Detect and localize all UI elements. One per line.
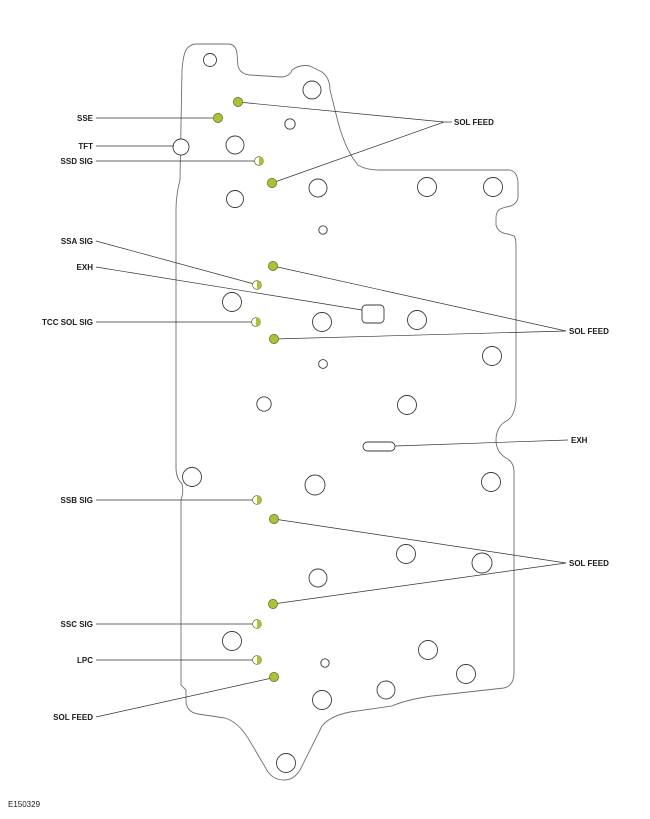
port-ssd-sig <box>254 156 264 166</box>
hole <box>407 310 427 330</box>
hole <box>318 359 328 369</box>
figure-id: E150329 <box>8 800 41 809</box>
port-sol-feed <box>267 178 277 188</box>
hole <box>226 190 244 208</box>
port-ssa-sig <box>252 280 262 290</box>
leader-sol-feed-3b <box>272 562 567 605</box>
label-sol-feed-bottom-left: SOL FEED <box>53 713 93 722</box>
exh-slot-rounded-rect <box>361 304 385 324</box>
label-exh-right: EXH <box>571 436 588 445</box>
hole <box>203 53 217 67</box>
hole <box>482 346 502 366</box>
hole <box>318 225 328 235</box>
label-exh-left: EXH <box>77 263 94 272</box>
hole <box>418 640 438 660</box>
label-lpc: LPC <box>77 656 93 665</box>
hole <box>320 658 330 668</box>
leader-sol-feed-1b <box>271 121 445 184</box>
leader-exh-right <box>394 439 569 447</box>
hole <box>222 631 242 651</box>
leader-lines <box>95 101 569 718</box>
leader-exh-left <box>95 266 363 311</box>
hole <box>396 544 416 564</box>
hole <box>312 690 332 710</box>
label-ssa-sig: SSA SIG <box>61 237 93 246</box>
label-tft: TFT <box>78 142 93 151</box>
hole <box>456 664 476 684</box>
label-sse: SSE <box>77 114 94 123</box>
leader-sol-feed-3a <box>273 518 567 564</box>
label-tcc-sol-sig: TCC SOL SIG <box>42 318 93 327</box>
leader-sol-feed-1a <box>237 101 445 123</box>
hole <box>471 552 493 574</box>
callout-labels: SSE TFT SSD SIG SSA SIG EXH TCC SOL SIG … <box>42 114 609 722</box>
port-sol-feed <box>268 261 278 271</box>
label-sol-feed-1: SOL FEED <box>454 118 494 127</box>
hole <box>312 312 332 332</box>
port-sol-feed <box>269 334 279 344</box>
hole <box>397 395 417 415</box>
leader-ssa-sig <box>95 240 255 285</box>
sol-feed-ports <box>213 97 279 682</box>
port-ssc-sig <box>252 619 262 629</box>
leader-sol-feed-2b <box>273 330 567 340</box>
hole <box>376 680 396 700</box>
hole <box>308 568 328 588</box>
signal-ports <box>251 156 264 665</box>
hole <box>417 177 437 197</box>
hole <box>302 80 322 100</box>
hole <box>284 118 296 130</box>
plate-edge-notch <box>172 138 190 156</box>
hole <box>481 472 501 492</box>
hole <box>225 135 245 155</box>
plate-holes <box>182 53 503 773</box>
port-ssb-sig <box>252 495 262 505</box>
port-tcc-sol-sig <box>251 317 261 327</box>
separator-plate-outline <box>175 43 519 781</box>
port-sol-feed <box>233 97 243 107</box>
hole <box>276 753 296 773</box>
port-sol-feed <box>268 599 278 609</box>
port-sol-feed <box>269 514 279 524</box>
hole <box>483 177 503 197</box>
hole <box>304 474 326 496</box>
port-sse <box>213 113 223 123</box>
label-ssc-sig: SSC SIG <box>61 620 93 629</box>
label-ssb-sig: SSB SIG <box>61 496 93 505</box>
label-ssd-sig: SSD SIG <box>61 157 93 166</box>
label-sol-feed-3: SOL FEED <box>569 559 609 568</box>
port-lpc <box>252 655 262 665</box>
hole <box>182 467 202 487</box>
hole <box>308 178 328 198</box>
label-sol-feed-2: SOL FEED <box>569 327 609 336</box>
leader-sol-feed-bottom-left <box>95 677 273 718</box>
leader-sol-feed-2a <box>272 265 567 332</box>
port-sol-feed <box>269 672 279 682</box>
hole <box>222 292 242 312</box>
exh-slot-elongated <box>362 441 396 452</box>
hole <box>256 396 272 412</box>
